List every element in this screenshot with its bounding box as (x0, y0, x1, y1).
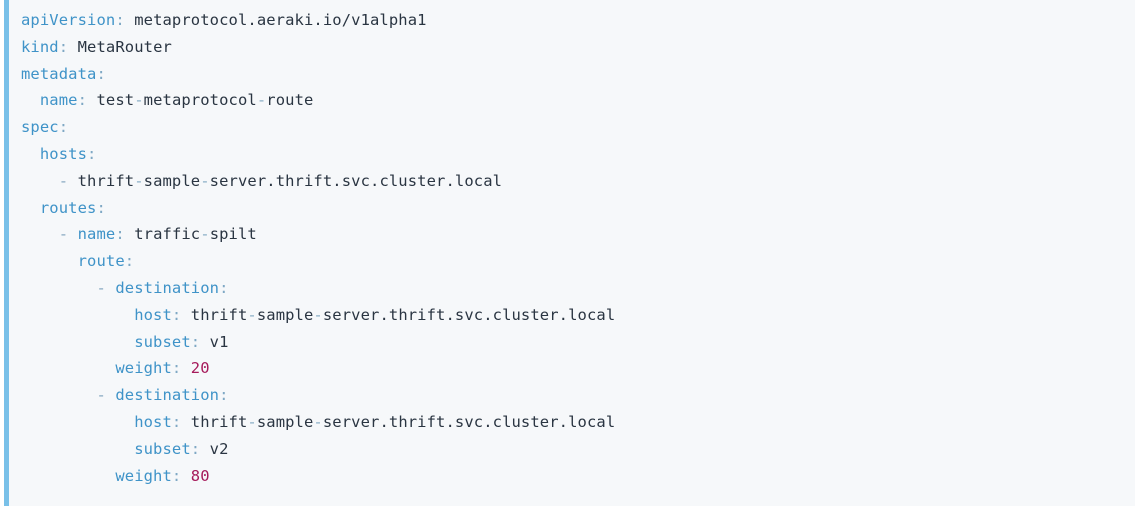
code-line: routes: (9, 195, 1135, 222)
yaml-key: route (77, 252, 125, 271)
yaml-key: weight (115, 466, 172, 485)
yaml-value: 20 (190, 359, 210, 378)
yaml-colon: : (58, 118, 69, 137)
sequence-dash: - (58, 225, 69, 244)
yaml-key: name (77, 225, 116, 244)
yaml-colon: : (190, 332, 201, 351)
yaml-key: host (134, 305, 172, 324)
yaml-value: v1 (209, 332, 229, 351)
yaml-colon: : (96, 64, 106, 83)
yaml-colon: : (124, 252, 135, 271)
code-line: - destination: (9, 382, 1135, 409)
yaml-key: apiVersion (21, 11, 116, 29)
yaml-value: traffic-spilt (134, 225, 257, 244)
code-line: - thrift-sample-server.thrift.svc.cluste… (9, 168, 1135, 195)
sequence-dash: - (96, 386, 106, 405)
yaml-value: thrift-sample-server.thrift.svc.cluster.… (190, 412, 616, 431)
yaml-colon: : (171, 466, 182, 485)
yaml-colon: : (115, 225, 125, 244)
code-line: subset: v2 (9, 436, 1135, 463)
yaml-key: metadata (21, 64, 97, 83)
yaml-colon: : (77, 91, 88, 110)
code-line: kind: MetaRouter (9, 34, 1135, 61)
yaml-key: weight (115, 359, 172, 378)
yaml-colon: : (219, 278, 229, 297)
yaml-value: 80 (190, 466, 210, 485)
yaml-value: thrift-sample-server.thrift.svc.cluster.… (190, 305, 616, 324)
sequence-dash: - (96, 278, 106, 297)
code-line: host: thrift-sample-server.thrift.svc.cl… (9, 302, 1135, 329)
yaml-key: subset (134, 439, 191, 458)
yaml-key: routes (39, 198, 97, 217)
yaml-key: destination (115, 278, 220, 297)
code-line: route: (9, 248, 1135, 275)
yaml-colon: : (58, 37, 69, 56)
code-line: - destination: (9, 275, 1135, 302)
yaml-key: hosts (39, 144, 88, 163)
code-line: weight: 80 (9, 463, 1135, 490)
yaml-key: host (134, 412, 172, 431)
yaml-key: destination (115, 386, 220, 405)
code-line: metadata: (9, 61, 1135, 88)
yaml-key: spec (21, 118, 59, 137)
code-line: subset: v1 (9, 329, 1135, 356)
yaml-colon: : (87, 144, 97, 163)
yaml-colon: : (115, 11, 125, 29)
yaml-value: MetaRouter (77, 37, 172, 56)
yaml-value: v2 (209, 439, 229, 458)
code-line: spec: (9, 114, 1135, 141)
code-line: weight: 20 (9, 355, 1135, 382)
yaml-value: metaprotocol.aeraki.io/v1alpha1 (134, 11, 427, 29)
yaml-colon: : (96, 198, 106, 217)
yaml-colon: : (171, 305, 182, 324)
yaml-colon: : (171, 359, 182, 378)
yaml-key: name (39, 91, 78, 110)
sequence-dash: - (58, 171, 69, 190)
code-line: host: thrift-sample-server.thrift.svc.cl… (9, 409, 1135, 436)
yaml-colon: : (171, 412, 182, 431)
yaml-colon: : (219, 386, 229, 405)
yaml-code-block[interactable]: apiVersion: metaprotocol.aeraki.io/v1alp… (4, 0, 1135, 506)
code-line: name: test-metaprotocol-route (9, 87, 1135, 114)
yaml-value: test-metaprotocol-route (96, 91, 314, 110)
yaml-key: kind (21, 37, 59, 56)
code-line: apiVersion: metaprotocol.aeraki.io/v1alp… (9, 7, 1135, 34)
yaml-value: thrift-sample-server.thrift.svc.cluster.… (77, 171, 503, 190)
yaml-key: subset (134, 332, 191, 351)
yaml-colon: : (190, 439, 201, 458)
code-line: - name: traffic-spilt (9, 221, 1135, 248)
code-line: hosts: (9, 141, 1135, 168)
code-lines-container: apiVersion: metaprotocol.aeraki.io/v1alp… (9, 7, 1135, 489)
